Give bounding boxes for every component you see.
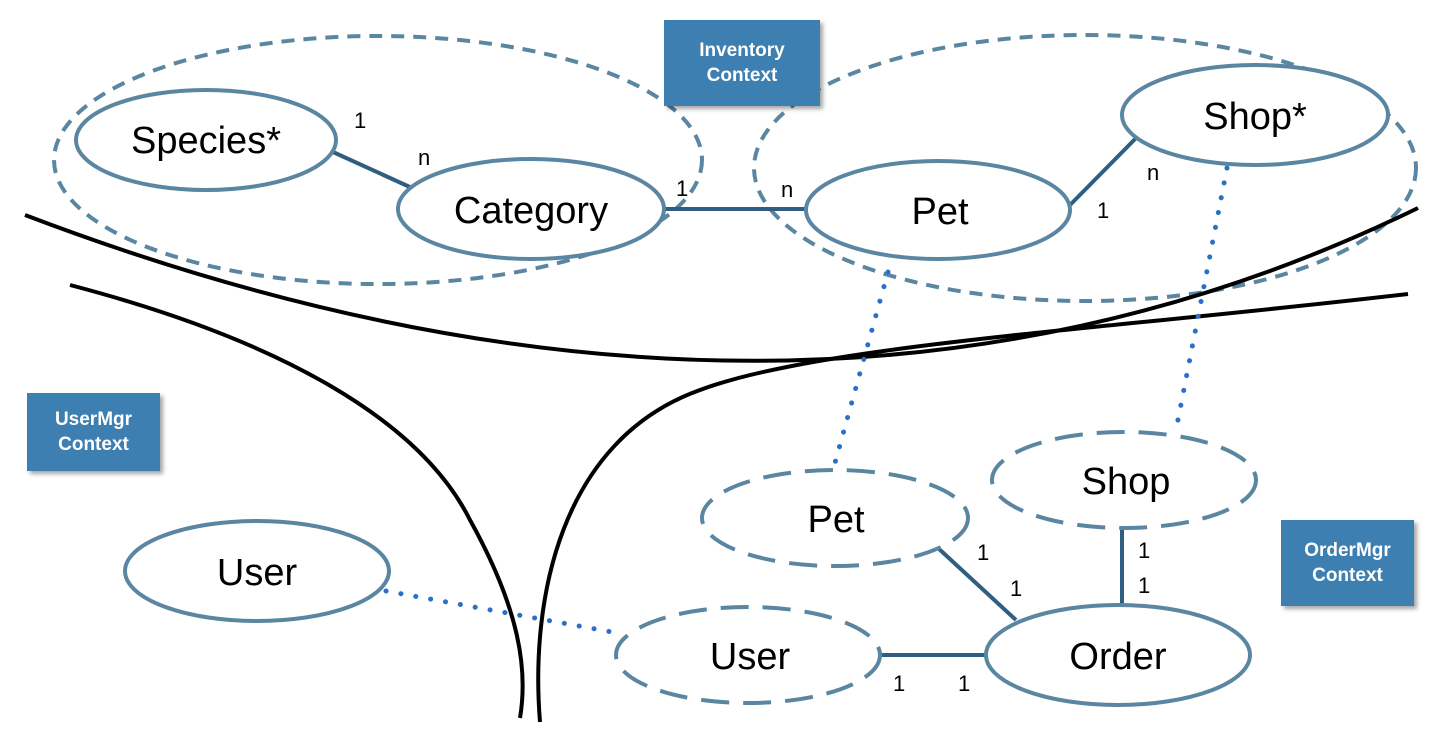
user-usermgr-label: User: [217, 552, 298, 594]
category-label: Category: [454, 190, 608, 232]
ordermgr-context-badge: OrderMgr Context: [1281, 520, 1414, 606]
user-link-dotted: [383, 588, 615, 635]
species-category-relation: [332, 150, 413, 190]
ordermgr-context-line2: Context: [1312, 565, 1383, 586]
shop-inventory-label: Shop*: [1203, 96, 1307, 138]
user-usermgr-entity-shape: [123, 519, 391, 623]
card-pet-order-b: 1: [1010, 576, 1022, 601]
category-entity-shape: [396, 157, 666, 261]
card-shop-order-b: 1: [1138, 573, 1150, 598]
card-pet-shop-b: n: [1147, 160, 1159, 185]
pet-order-relation: [936, 546, 1018, 622]
ordermgr-context-boundary: [536, 292, 1409, 723]
usermgr-context-line2: Context: [58, 434, 129, 455]
card-pet-shop-a: 1: [1097, 198, 1109, 223]
shop-order-entity-shape: [990, 430, 1258, 530]
inventory-context-line1: Inventory: [699, 40, 785, 61]
user-order-label: User: [710, 636, 791, 678]
pet-order-label: Pet: [807, 499, 864, 541]
card-category-pet-b: n: [781, 177, 793, 202]
card-user-order-a: 1: [893, 671, 905, 696]
pet-order-entity-shape: [700, 468, 970, 568]
order-entity-shape: [984, 603, 1252, 707]
species-entity-shape: [74, 88, 338, 192]
card-species-category-b: n: [418, 145, 430, 170]
card-category-pet-a: 1: [676, 176, 688, 201]
inventory-group-left-boundary: [52, 34, 704, 286]
usermgr-context-boundary: [69, 283, 525, 719]
inventory-context-badge: Inventory Context: [664, 20, 820, 106]
inventory-context-line2: Context: [706, 65, 778, 86]
card-user-order-b: 1: [958, 671, 970, 696]
shop-order-label: Shop: [1082, 461, 1171, 503]
pet-link-dotted: [830, 269, 891, 473]
order-label: Order: [1069, 636, 1166, 678]
ordermgr-context-line1: OrderMgr: [1304, 540, 1391, 561]
usermgr-context-badge: UserMgr Context: [27, 393, 160, 471]
shop-link-dotted: [1174, 165, 1230, 428]
pet-inventory-label: Pet: [911, 191, 968, 233]
species-label: Species*: [131, 120, 281, 162]
card-pet-order-a: 1: [977, 540, 989, 565]
inventory-group-right-boundary: [752, 33, 1418, 303]
pet-inventory-entity-shape: [804, 159, 1072, 261]
pet-shop-relation: [1067, 130, 1144, 208]
inventory-context-boundary: [24, 206, 1419, 363]
user-order-entity-shape: [614, 605, 882, 705]
card-species-category-a: 1: [354, 108, 366, 133]
card-shop-order-a: 1: [1138, 538, 1150, 563]
usermgr-context-line1: UserMgr: [54, 409, 133, 430]
shop-inventory-entity-shape: [1120, 63, 1390, 167]
